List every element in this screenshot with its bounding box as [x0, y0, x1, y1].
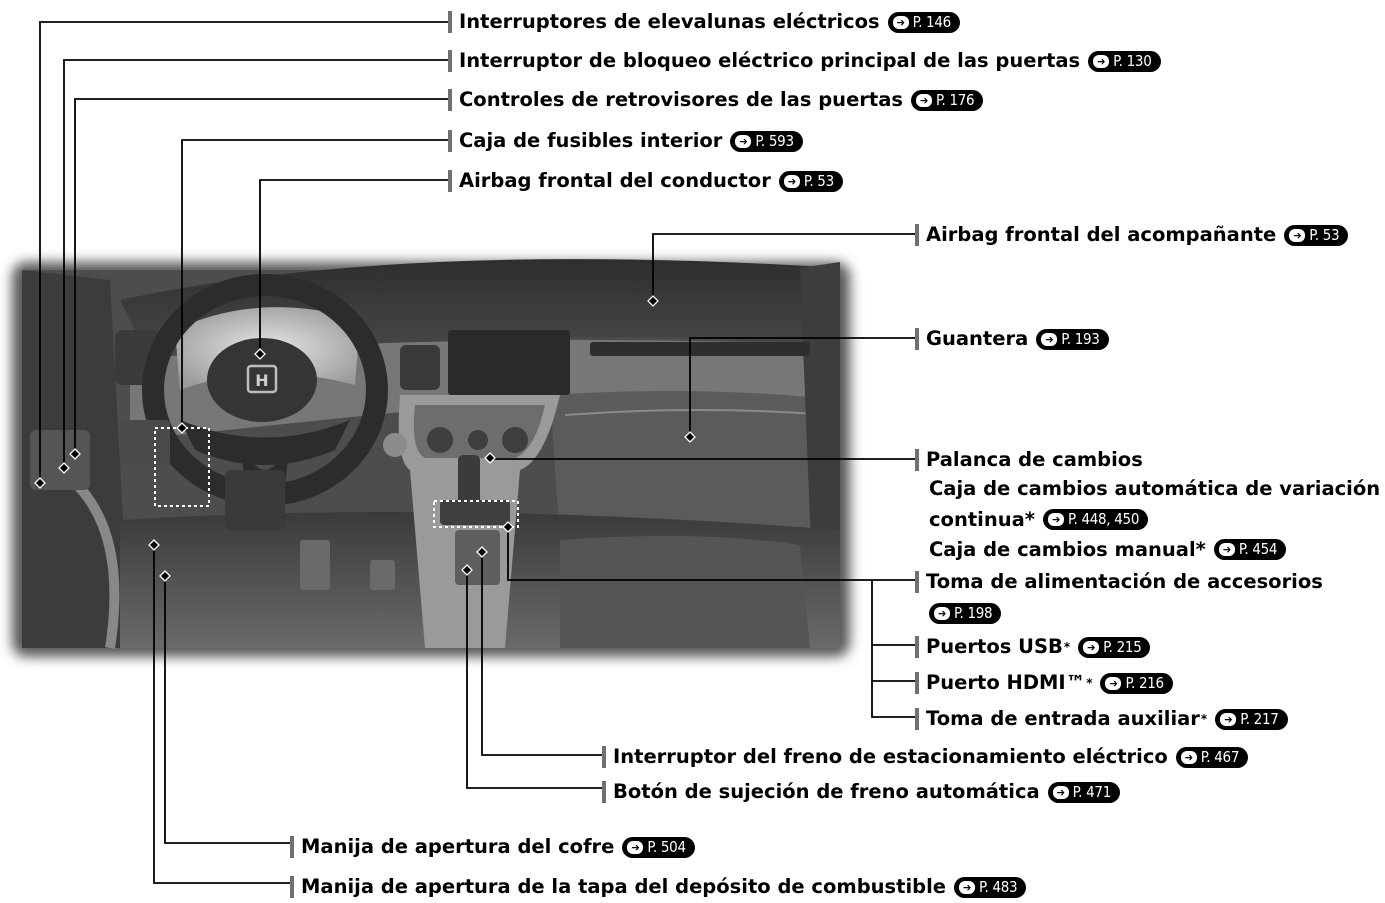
leader-aux	[871, 681, 915, 718]
arrow-right-icon: ➔	[1093, 54, 1110, 68]
label-text: Guantera	[926, 327, 1029, 351]
arrow-right-icon: ➔	[1218, 543, 1235, 556]
label-text: Toma de entrada auxiliar	[926, 707, 1200, 731]
page-reference-link[interactable]: ➔P. 53	[778, 170, 843, 192]
page-reference-link[interactable]: ➔P. 593	[730, 130, 803, 152]
page-reference-link[interactable]: ➔P. 483	[954, 876, 1027, 898]
footnote-asterisk: *	[1200, 712, 1208, 726]
label-text: Interruptores de elevalunas eléctricos	[459, 10, 880, 34]
label-passenger-airbag: Airbag frontal del acompañante ➔P. 53	[915, 223, 1349, 247]
leader-passenger-airbag	[652, 233, 915, 301]
label-text: Toma de alimentación de accesorios	[926, 570, 1323, 594]
label-text: Palanca de cambios	[926, 448, 1143, 472]
page-reference-link[interactable]: ➔P. 146	[887, 11, 960, 33]
page-reference-link[interactable]: ➔P. 176	[911, 89, 984, 111]
label-window-switches: Interruptores de elevalunas eléctricos ➔…	[448, 11, 960, 33]
label-brake-hold: Botón de sujeción de freno automática ➔P…	[602, 781, 1120, 803]
arrow-right-icon: ➔	[1289, 228, 1306, 242]
arrow-right-icon: ➔	[735, 134, 752, 148]
leader-glove-box	[689, 337, 915, 437]
leader-usb	[871, 580, 915, 646]
page-reference-link[interactable]: ➔P. 454	[1213, 539, 1287, 560]
arrow-right-icon: ➔	[1083, 640, 1100, 654]
console-ports-highlight	[433, 500, 519, 528]
arrow-right-icon: ➔	[934, 607, 950, 620]
page-reference-link[interactable]: ➔P. 193	[1036, 328, 1109, 350]
label-fuel-door-release: Manija de apertura de la tapa del depósi…	[290, 875, 1027, 899]
page-reference-link[interactable]: ➔P. 53	[1284, 224, 1349, 246]
leader-parking-brake	[481, 552, 602, 756]
page-reference-link[interactable]: ➔P. 448, 450	[1042, 509, 1149, 530]
footnote-asterisk: *	[1195, 537, 1206, 561]
label-shift-lever: Palanca de cambios	[915, 449, 1143, 471]
page-reference-link[interactable]: ➔P. 217	[1215, 708, 1288, 730]
label-mirror-controls: Controles de retrovisores de las puertas…	[448, 88, 984, 112]
dashboard-photo: H	[12, 259, 850, 657]
leader-driver-airbag	[259, 179, 448, 355]
arrow-right-icon: ➔	[1052, 785, 1069, 799]
label-text: Manija de apertura de la tapa del depósi…	[301, 875, 947, 899]
label-aux-jack: Toma de entrada auxiliar* ➔P. 217	[915, 708, 1288, 730]
page-reference-link[interactable]: ➔P. 467	[1175, 746, 1249, 768]
label-hood-release: Manija de apertura del cofre ➔P. 504	[290, 836, 695, 858]
pointer-markers	[34, 295, 696, 582]
label-text: Puertos USB	[926, 635, 1063, 659]
label-text: Puerto HDMI™	[926, 671, 1086, 695]
label-text: Interruptor del freno de estacionamiento…	[613, 745, 1168, 769]
label-parking-brake: Interruptor del freno de estacionamiento…	[602, 745, 1249, 769]
page-reference-link[interactable]: ➔P. 504	[622, 836, 695, 858]
label-manual-transmission: Caja de cambios manual* ➔P. 454	[929, 537, 1287, 561]
footnote-asterisk: *	[1086, 676, 1093, 690]
leader-hdmi	[871, 645, 915, 682]
page-reference-link[interactable]: ➔P. 215	[1078, 636, 1151, 658]
leader-window-switches	[39, 21, 448, 484]
footnote-asterisk: *	[1024, 507, 1035, 531]
label-accessory-power-ref: ➔P. 198	[921, 603, 1002, 624]
arrow-right-icon: ➔	[1041, 332, 1058, 346]
footnote-asterisk: *	[1063, 640, 1071, 654]
label-text: Manija de apertura del cofre	[301, 835, 615, 859]
label-driver-airbag: Airbag frontal del conductor ➔P. 53	[448, 170, 843, 192]
page-reference-link[interactable]: ➔P. 198	[929, 603, 1002, 624]
page-reference-link[interactable]: ➔P. 471	[1047, 781, 1120, 803]
arrow-right-icon: ➔	[783, 174, 800, 188]
arrow-right-icon: ➔	[1180, 750, 1197, 764]
leader-master-door-lock	[63, 59, 448, 467]
arrow-right-icon: ➔	[1105, 676, 1122, 690]
leader-brake-hold	[466, 570, 602, 789]
label-glove-box: Guantera ➔P. 193	[915, 328, 1109, 350]
leader-lines	[39, 21, 915, 884]
label-text: Botón de sujeción de freno automática	[613, 780, 1040, 804]
label-hdmi-port: Puerto HDMI™* ➔P. 216	[915, 672, 1173, 694]
arrow-right-icon: ➔	[1220, 712, 1237, 726]
arrow-right-icon: ➔	[1047, 513, 1064, 526]
page-reference-link[interactable]: ➔P. 216	[1100, 672, 1173, 694]
leader-fuel-door	[153, 545, 290, 884]
leader-console-power	[507, 527, 915, 581]
page-reference-link[interactable]: ➔P. 130	[1088, 50, 1161, 72]
leader-mirror-controls	[74, 98, 448, 454]
label-master-door-lock: Interruptor de bloqueo eléctrico princip…	[448, 50, 1161, 72]
label-text: Airbag frontal del conductor	[459, 169, 771, 193]
label-text: Interruptor de bloqueo eléctrico princip…	[459, 49, 1081, 73]
leader-hood-release	[164, 576, 290, 844]
label-cvt-line2: continua* ➔P. 448, 450	[929, 507, 1149, 531]
arrow-right-icon: ➔	[916, 93, 932, 107]
arrow-right-icon: ➔	[959, 880, 976, 894]
label-cvt-line1: Caja de cambios automática de variación	[929, 477, 1381, 500]
label-usb-ports: Puertos USB* ➔P. 215	[915, 635, 1151, 659]
label-text: Caja de fusibles interior	[459, 129, 723, 153]
label-text: Controles de retrovisores de las puertas	[459, 88, 903, 112]
arrow-right-icon: ➔	[627, 840, 644, 854]
label-interior-fuse-box: Caja de fusibles interior ➔P. 593	[448, 130, 803, 152]
leader-fuse-box	[181, 139, 448, 428]
arrow-right-icon: ➔	[892, 15, 909, 29]
label-text: Airbag frontal del acompañante	[926, 223, 1277, 247]
label-accessory-power: Toma de alimentación de accesorios	[915, 571, 1323, 593]
svg-text:H: H	[255, 371, 268, 390]
